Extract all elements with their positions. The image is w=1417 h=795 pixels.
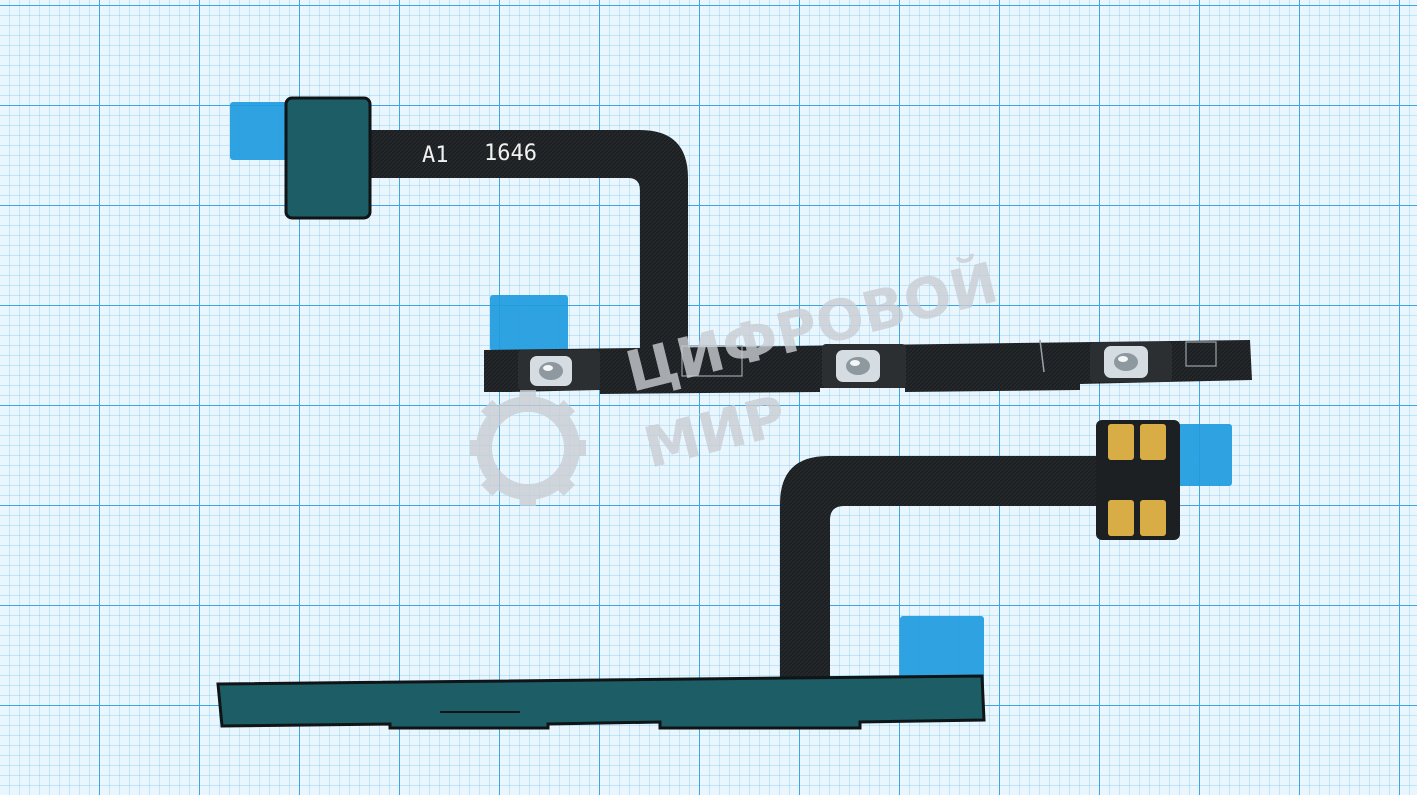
- strip-cutout: [681, 345, 743, 377]
- contact-pad-4: [1140, 500, 1166, 536]
- contact-pad-1: [1108, 424, 1134, 460]
- cable-code-text: A1: [422, 143, 449, 168]
- blue-tape-right: [1170, 424, 1232, 486]
- strip-notch: [1185, 341, 1217, 367]
- contact-pad-2: [1140, 424, 1166, 460]
- lower-stiffener-bar: [216, 674, 986, 730]
- upper-flex-cable: A1 1646: [230, 96, 1252, 394]
- lower-flex-trace: [780, 456, 1110, 682]
- upper-stiffener-pad: [284, 96, 372, 220]
- watermark-gear-icon: [470, 390, 586, 506]
- contact-pad-3: [1108, 500, 1134, 536]
- blue-tape-left: [230, 102, 292, 160]
- button-2: [822, 344, 906, 388]
- blue-tape-bottom: [900, 616, 984, 688]
- button-3: [1090, 342, 1172, 382]
- blue-tape-middle: [490, 295, 568, 351]
- button-1: [518, 350, 600, 390]
- strip-slit: [1039, 339, 1045, 373]
- cable-date-text: 1646: [484, 141, 537, 166]
- upper-flex-trace: [360, 130, 688, 352]
- lower-flex-cable: [216, 420, 1232, 730]
